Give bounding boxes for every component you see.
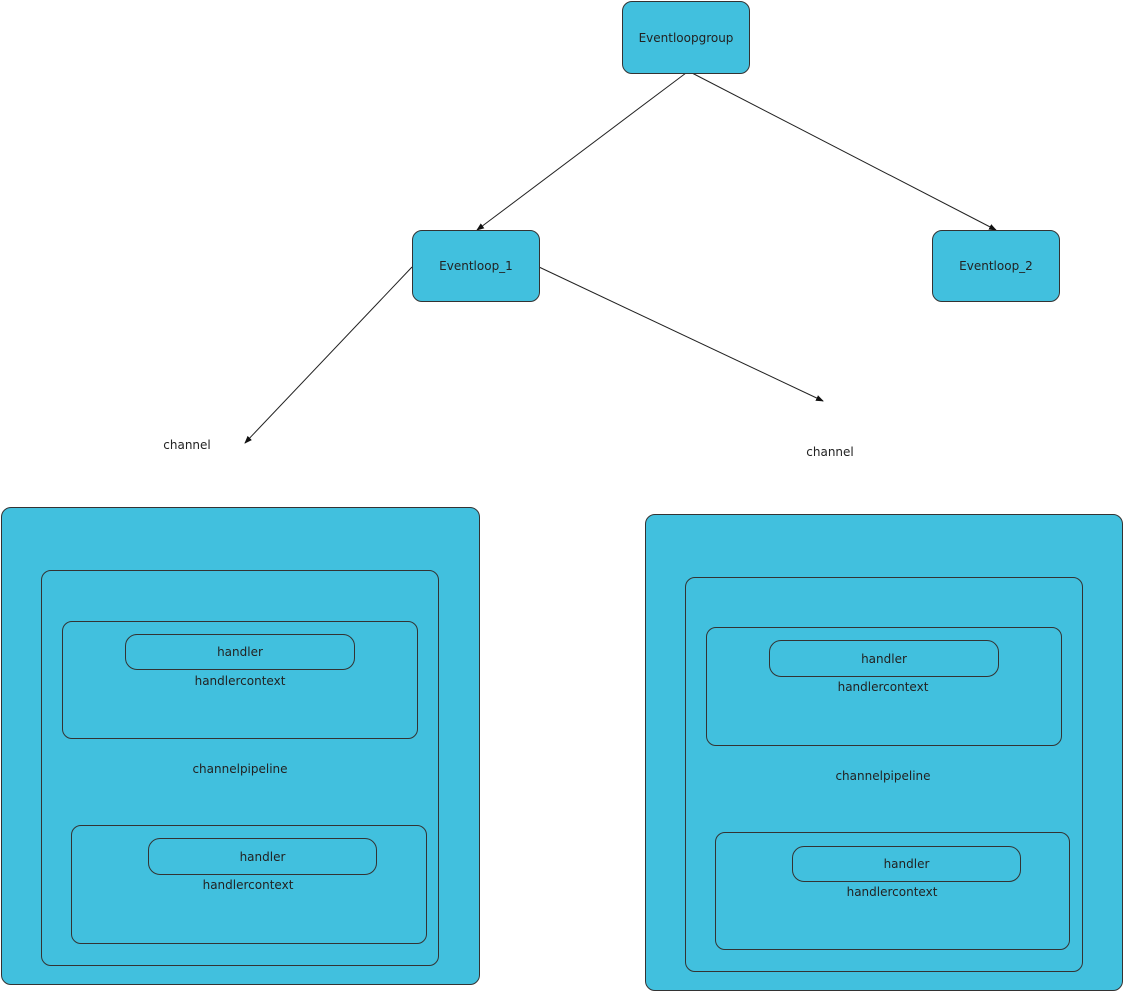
handler-label: handler (883, 857, 930, 871)
eventloop-2-node[interactable]: Eventloop_2 (932, 230, 1060, 302)
handlercontext-label: handlercontext (202, 878, 294, 892)
channel-label-1: channel (163, 438, 211, 452)
eventloop-1-node[interactable]: Eventloop_1 (412, 230, 540, 302)
edge-group-loop1 (476, 72, 687, 231)
handlercontext-box (715, 832, 1070, 950)
handlercontext-box (62, 621, 418, 739)
handlercontext-label: handlercontext (837, 680, 929, 694)
handlercontext-box (706, 627, 1062, 746)
handler-box[interactable]: handler (769, 640, 999, 677)
edge-group-loop2 (691, 72, 997, 231)
handlercontext-label: handlercontext (194, 674, 286, 688)
edge-loop1-channel2 (538, 266, 824, 402)
handler-label: handler (861, 651, 907, 666)
channel-label-2: channel (806, 445, 854, 459)
handler-label: handler (217, 645, 263, 659)
channel-box-1[interactable] (1, 507, 480, 985)
handler-box[interactable]: handler (792, 846, 1021, 882)
channel-box-2[interactable] (645, 514, 1123, 991)
pipeline-box-2 (685, 577, 1083, 972)
handlercontext-box (71, 825, 427, 944)
node-label: Eventloop_1 (439, 259, 513, 273)
pipeline-label: channelpipeline (835, 769, 931, 783)
node-label: Eventloop_2 (959, 259, 1033, 273)
eventloopgroup-node[interactable]: Eventloopgroup (622, 1, 750, 74)
handlercontext-label: handlercontext (846, 885, 938, 899)
handler-box[interactable]: handler (148, 838, 377, 875)
handler-label: handler (239, 849, 286, 864)
pipeline-box-1 (41, 570, 439, 966)
handler-box[interactable]: handler (125, 634, 355, 670)
node-label: Eventloopgroup (638, 30, 734, 45)
pipeline-label: channelpipeline (192, 762, 288, 776)
edge-loop1-channel1 (244, 266, 413, 444)
